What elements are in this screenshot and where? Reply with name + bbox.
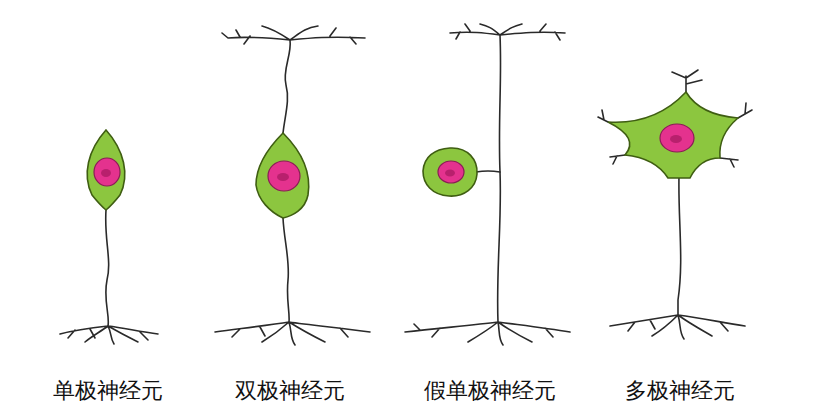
neuron-label: 单极神经元 — [53, 378, 163, 404]
multipolar-neuron — [598, 70, 752, 339]
neuron-label: 假单极神经元 — [424, 378, 556, 404]
unipolar-neuron — [60, 130, 158, 344]
neuron-label: 多极神经元 — [625, 378, 735, 404]
bipolar-neuron — [215, 26, 370, 345]
pseudounipolar-neuron — [405, 24, 570, 345]
neuron-label: 双极神经元 — [235, 378, 345, 404]
